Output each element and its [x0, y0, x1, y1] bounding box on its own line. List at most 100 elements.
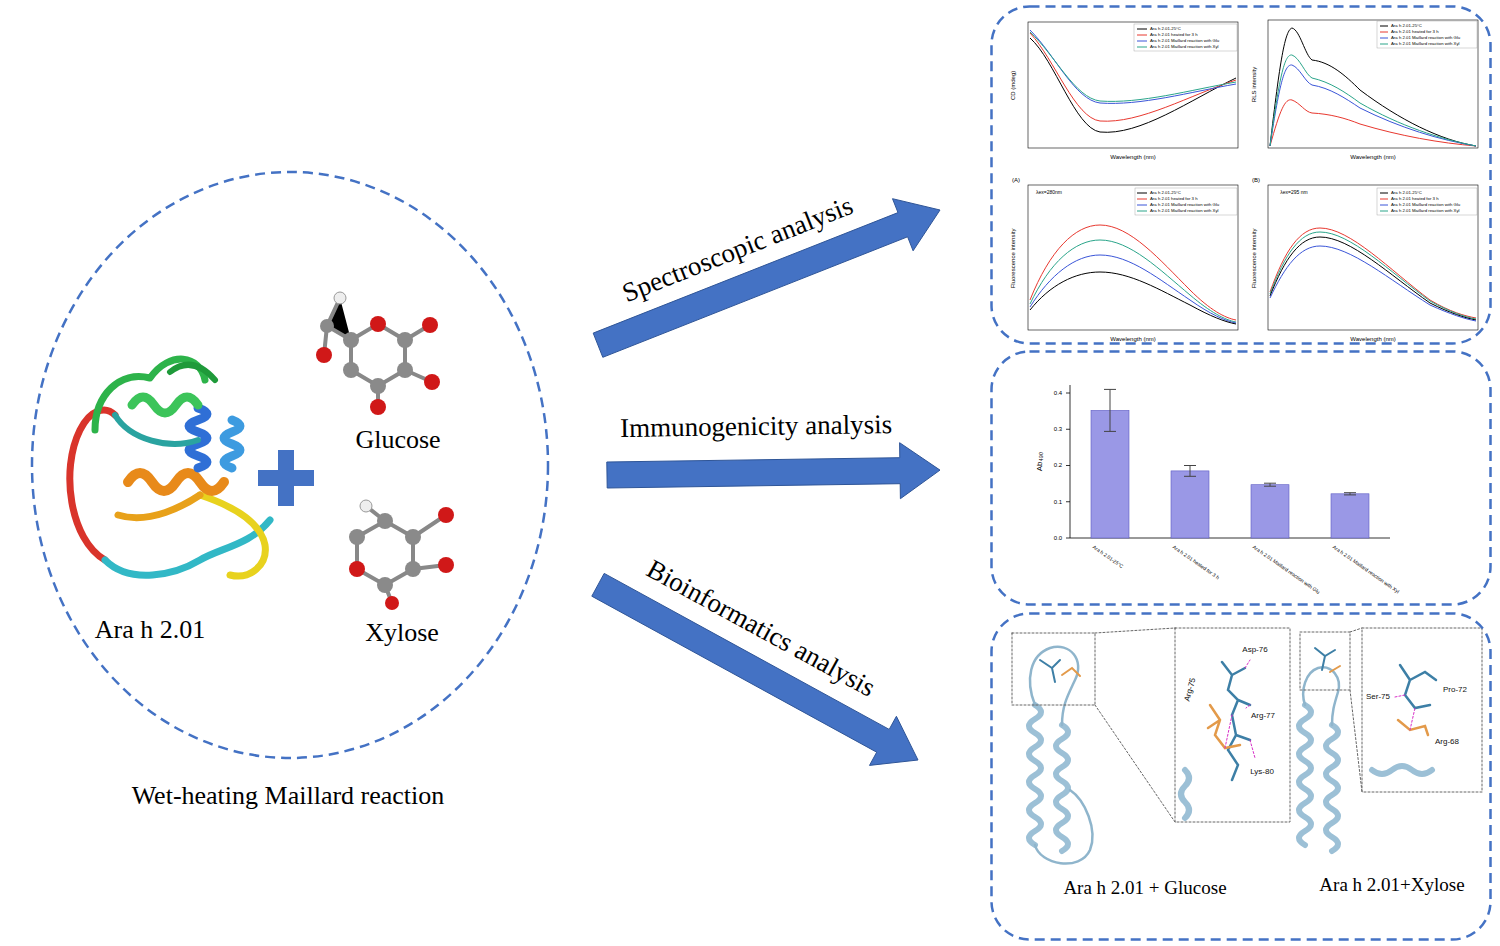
axis-title: Wavelength (nm): [1350, 336, 1395, 343]
rls-spectrum-chart: [1380, 32, 1388, 33]
xylose-molecule: [438, 507, 454, 523]
protein-ribbon: [132, 397, 198, 413]
docking-structure: [1303, 667, 1339, 725]
docking-structure: [1395, 695, 1415, 730]
protein-ribbon: [170, 365, 215, 380]
xylose-molecule: [405, 529, 421, 545]
protein-ribbon: [70, 359, 270, 576]
docking-structure: [1062, 668, 1080, 676]
axis-title: Fluorescence intensity: [1011, 228, 1018, 288]
residue-label: Arg-75: [1182, 677, 1197, 703]
legend-text: Ara h 2.01 Maillard reaction with Xyl: [1391, 209, 1460, 214]
xylose-molecule: [405, 561, 421, 577]
cd-spectrum-chart: [1137, 41, 1147, 42]
glucose-molecule: [343, 332, 359, 348]
xylose-molecule: [357, 506, 446, 603]
xylose-molecule: [349, 500, 454, 610]
fluorescence-chart: [1030, 272, 1236, 324]
axis-title: Ab₄₉₀: [1035, 452, 1044, 472]
chart-tag: (A): [1012, 177, 1020, 184]
dashed-panel: [992, 614, 1491, 940]
bar-chart: [1264, 483, 1276, 486]
legend-text: Ara h 2.01 Maillard reaction with Glu: [1391, 203, 1460, 208]
docking-structure: [1175, 628, 1290, 822]
cd-spectrum-chart: [1028, 22, 1238, 148]
legend-text: Ara h 2.01 Maillard reaction with Xyl: [1391, 42, 1460, 47]
dashed-panel: [992, 7, 1491, 344]
rls-spectrum-chart: [1270, 65, 1476, 146]
rls-spectrum-chart: [1270, 55, 1476, 146]
xylose-molecule: [349, 529, 365, 545]
fluorescence-chart: [1028, 185, 1238, 330]
glucose-molecule: [370, 378, 386, 394]
legend-text: Ara h 2.01-25°C: [1391, 24, 1422, 29]
docking-structure: [1056, 725, 1068, 851]
protein-ribbon: [128, 473, 224, 491]
residue-label: Lys-80: [1250, 767, 1274, 776]
docking-structure: [1035, 790, 1092, 864]
bar-chart: [1104, 389, 1116, 431]
legend-text: Ara h 2.01 Maillard reaction with Glu: [1150, 203, 1219, 208]
axis-title: Fluorescence intensity: [1252, 228, 1259, 288]
legend-text: Ara h 2.01 heated for 3 h: [1150, 197, 1198, 202]
docking-structure: [1400, 665, 1436, 708]
docking-structure: [1299, 705, 1311, 845]
cd-spectrum-chart: [1030, 32, 1236, 101]
protein-ribbon: [224, 420, 240, 468]
docking-structure: [1330, 666, 1340, 672]
edge-label: Bioinformatics analysis: [642, 554, 881, 704]
rls-spectrum-chart: [1268, 20, 1478, 148]
glucose-molecule: [316, 347, 332, 363]
protein-ribbon: [105, 520, 270, 575]
residue-label: Pro-72: [1443, 685, 1467, 694]
tick-label: 0.2: [1054, 462, 1062, 469]
node-outline: [990, 5, 1492, 345]
fluorescence-chart: [1380, 211, 1388, 212]
axis-title: Wavelength (nm): [1110, 336, 1155, 343]
docking-structure: [1326, 725, 1338, 851]
category-label: Ara h 2.01 Maillard reaction with Glu: [1251, 545, 1320, 596]
glucose-molecule: [351, 324, 405, 386]
cd-spectrum-chart: [1137, 29, 1147, 30]
cd-spectrum-chart: [1028, 22, 1238, 148]
tick-label: 0.4: [1054, 390, 1062, 397]
axis-title: RLS intensity: [1252, 66, 1259, 101]
fluorescence-chart: [1270, 246, 1476, 321]
docking-structure: [1030, 647, 1078, 725]
rls-spectrum-chart: [1268, 20, 1478, 148]
legend-text: Ara h 2.01 Maillard reaction with Glu: [1391, 36, 1460, 41]
fluorescence-chart: [1135, 188, 1237, 215]
chart-note: λex=295 nm: [1280, 190, 1307, 196]
rls-spectrum-chart: [1380, 26, 1388, 27]
residue-label: Asp-76: [1242, 645, 1267, 654]
reaction-circle: Ara h 2.01GlucoseXyloseWet-heating Maill…: [30, 170, 550, 760]
fluorescence-chart: [1030, 240, 1236, 322]
docking-structure: [1029, 705, 1041, 845]
category-label: Ara h 2.01-25°C: [1091, 545, 1124, 570]
bioinformatics-panel: Asp-76Arg-75Arg-77Lys-80Ser-75Pro-72Arg-…: [990, 612, 1492, 941]
node-outline: [30, 170, 550, 760]
caption: Wet-heating Maillard reaction: [132, 781, 445, 811]
axis-title: Wavelength (nm): [1350, 154, 1395, 161]
glucose-molecule: [370, 399, 386, 415]
fluorescence-chart: [1270, 228, 1476, 318]
structure-caption: Ara h 2.01 + Glucose: [1063, 877, 1226, 899]
glucose-molecule: [397, 332, 413, 348]
docking-structure: [1362, 628, 1482, 792]
tick-label: 0.3: [1054, 426, 1062, 433]
cd-spectrum-chart: [1137, 35, 1147, 36]
bar-chart: [1066, 385, 1390, 538]
docking-structure: [1372, 766, 1432, 774]
cd-spectrum-chart: [1030, 33, 1236, 121]
legend-text: Ara h 2.01-25°C: [1150, 27, 1181, 32]
docking-structure: [1012, 628, 1482, 864]
protein-ribbon: [115, 415, 198, 444]
bar-chart: [1344, 493, 1356, 495]
glucose-molecule: [397, 362, 413, 378]
docking-structure: [1208, 705, 1240, 748]
plus-sign: [278, 450, 294, 506]
protein-ribbon: [70, 410, 115, 560]
molecule-label: Glucose: [355, 425, 440, 455]
chart-tag: (B): [1252, 177, 1260, 184]
protein-ribbon: [200, 495, 265, 576]
